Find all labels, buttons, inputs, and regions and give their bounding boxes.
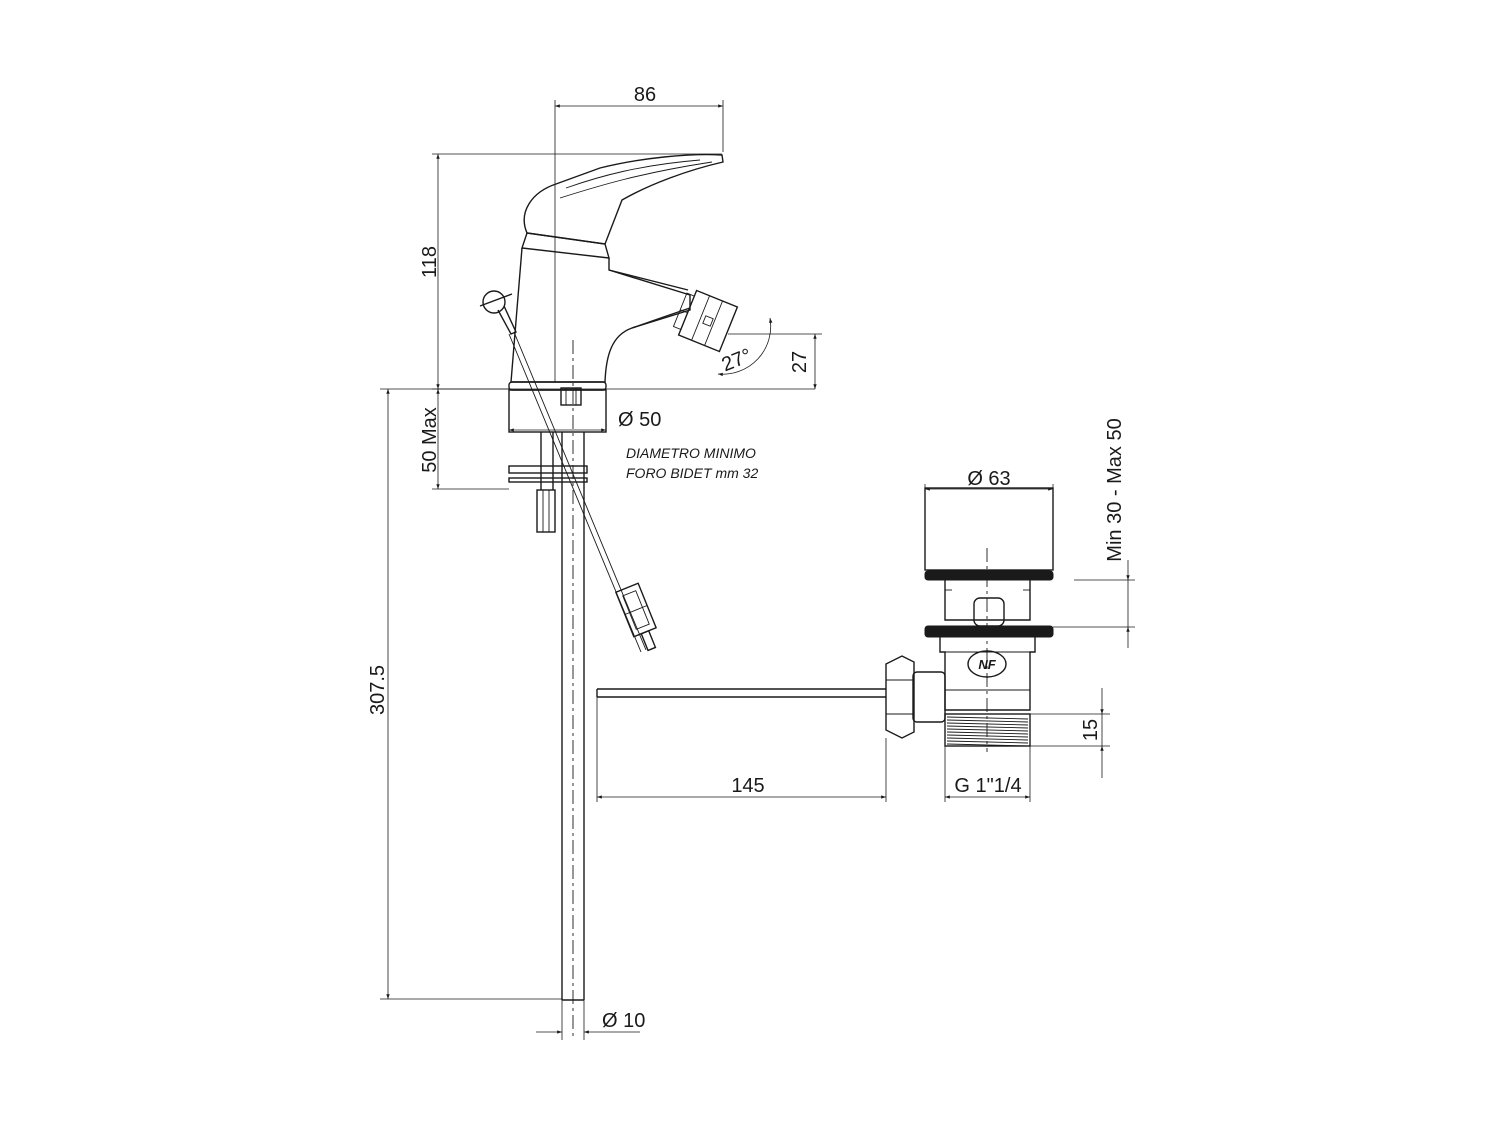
dim-27: 27 27° <box>717 317 822 389</box>
dim-thread-length: 15 <box>1030 688 1110 778</box>
spout-nozzle <box>672 289 739 353</box>
svg-text:Ø 50: Ø 50 <box>618 409 661 431</box>
lever-handle <box>523 153 724 245</box>
installation-note: DIAMETRO MINIMO FORO BIDET mm 32 <box>626 445 758 481</box>
dim-thread: G 1"1/4 <box>944 746 1031 802</box>
svg-text:G 1"1/4: G 1"1/4 <box>954 775 1021 797</box>
pop-up-knob <box>479 290 517 335</box>
tail-pipe <box>561 340 585 1038</box>
dim-waste-range: Min 30 - Max 50 <box>1053 418 1135 648</box>
thread-line <box>946 743 1029 747</box>
mixer-tap <box>479 153 739 1038</box>
svg-text:27: 27 <box>789 351 811 373</box>
svg-text:DIAMETRO MINIMO: DIAMETRO MINIMO <box>626 445 756 461</box>
svg-text:15: 15 <box>1080 719 1102 741</box>
pop-up-waste: NF <box>596 487 1054 752</box>
dim-base-diameter: Ø 50 <box>508 409 661 432</box>
thread-line <box>946 737 1029 741</box>
svg-text:Ø 10: Ø 10 <box>602 1010 645 1032</box>
rod-clamp <box>614 582 658 652</box>
dim-86: 86 <box>554 84 724 382</box>
thread-line <box>946 716 1029 720</box>
thread-line <box>946 731 1029 735</box>
dim-waste-diameter: Ø 63 <box>924 468 1054 494</box>
svg-text:118: 118 <box>419 246 441 278</box>
dim-307-5: 307.5 <box>367 388 562 1000</box>
dim-rod-diameter: Ø 10 <box>536 1000 645 1040</box>
svg-text:27°: 27° <box>719 345 755 377</box>
thread-line <box>946 722 1029 726</box>
svg-text:NF: NF <box>978 657 996 672</box>
svg-text:Ø 63: Ø 63 <box>967 468 1010 490</box>
thread-line <box>946 719 1029 723</box>
svg-text:50 Max: 50 Max <box>419 407 441 473</box>
waste-plug <box>924 487 1054 571</box>
thread-line <box>946 740 1029 744</box>
svg-text:86: 86 <box>634 84 656 106</box>
svg-text:FORO BIDET mm 32: FORO BIDET mm 32 <box>626 465 758 481</box>
tap-body <box>510 247 691 383</box>
dim-118: 118 <box>419 153 815 390</box>
svg-text:Min 30 - Max 50: Min 30 - Max 50 <box>1104 418 1126 561</box>
thread-line <box>946 734 1029 738</box>
thread-line <box>946 728 1029 732</box>
thread-line <box>946 725 1029 729</box>
svg-text:307.5: 307.5 <box>367 665 389 715</box>
dim-deck-thickness: 50 Max <box>419 389 509 490</box>
dim-rod-length: 145 <box>596 697 887 802</box>
thread-lines <box>946 716 1029 747</box>
svg-text:145: 145 <box>731 775 764 797</box>
